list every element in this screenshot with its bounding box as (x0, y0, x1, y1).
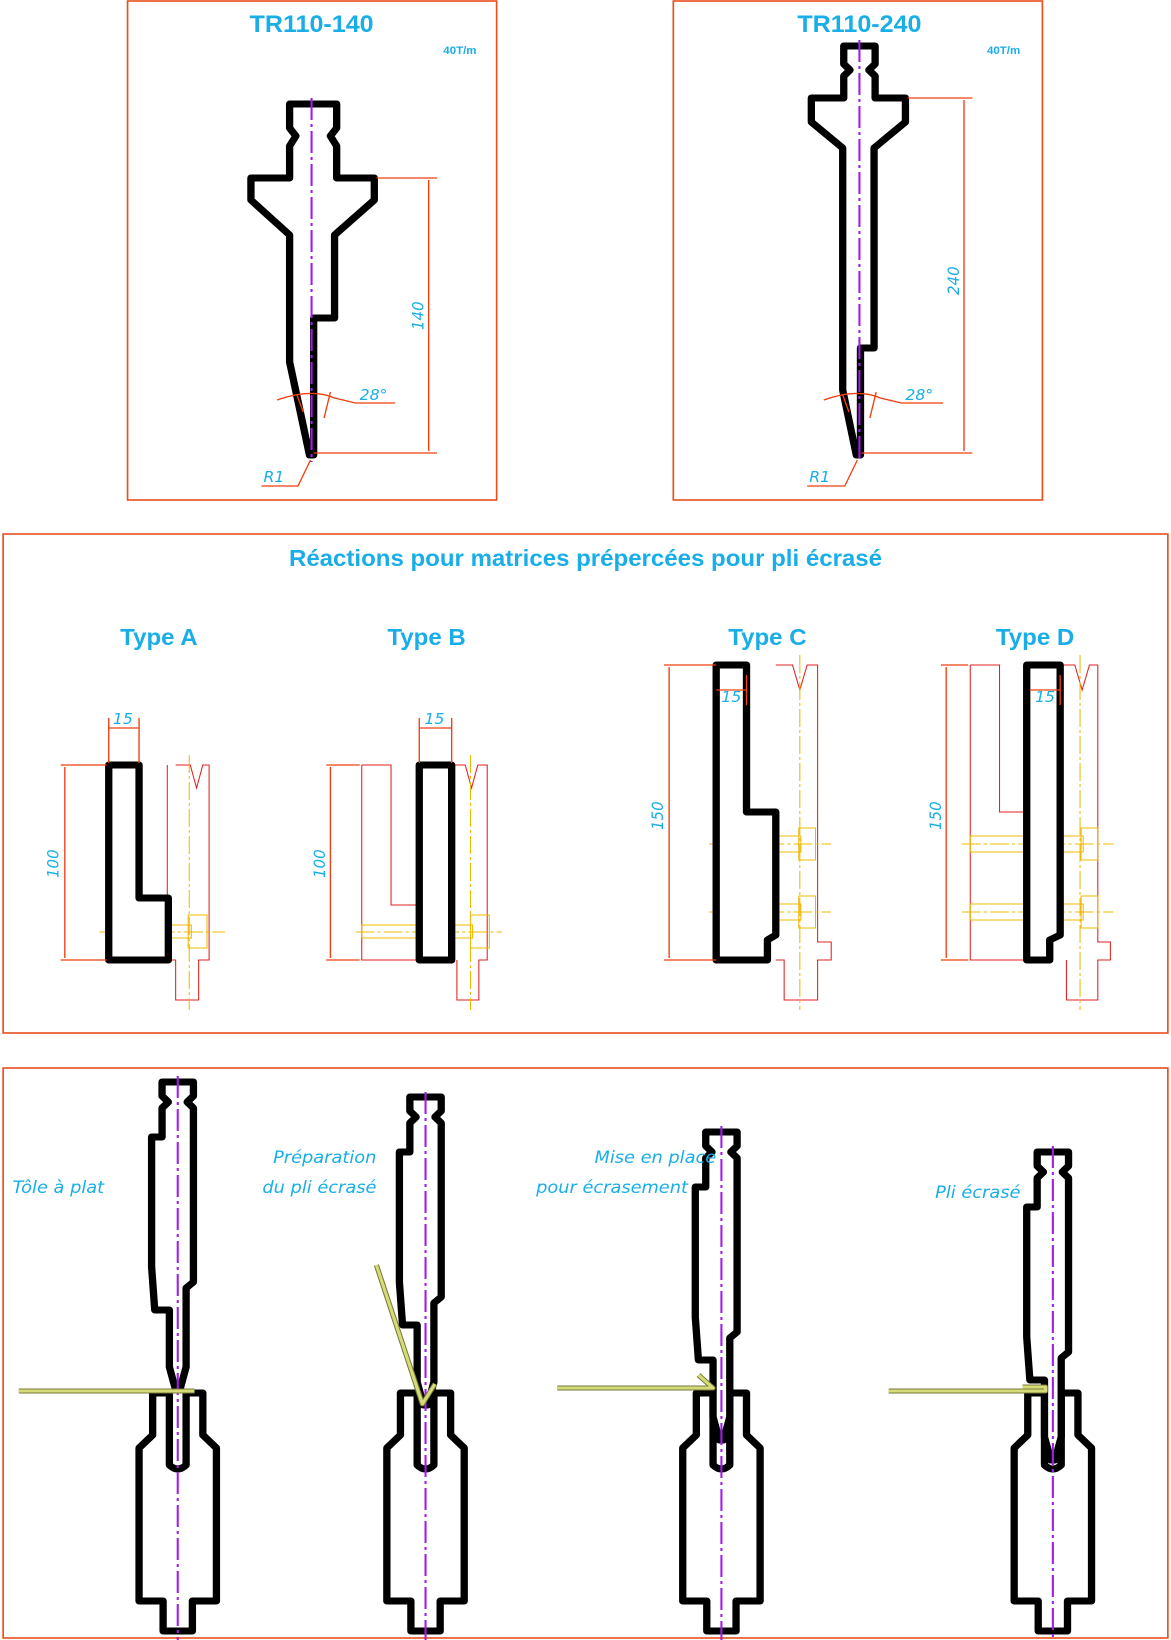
bolts (969, 827, 1099, 929)
step-flattened: Pli écrasé (888, 1146, 1092, 1640)
panel-title: Réactions pour matrices prépercées pour … (289, 545, 882, 570)
die-outline (775, 664, 832, 1001)
step-label-line1: Mise en place (595, 1148, 717, 1168)
reaction-profile (1023, 661, 1064, 964)
capacity-label: 40T/m (443, 45, 476, 57)
width-dim-text: 15 (1035, 688, 1055, 706)
die-outline (361, 764, 488, 1001)
reaction-profile (712, 661, 780, 964)
type-d: Type D 15 150 (927, 624, 1114, 1010)
panel-title: TR110-140 (250, 11, 374, 37)
step-label: Tôle à plat (13, 1178, 106, 1198)
type-a: Type A 15 100 (44, 624, 225, 1010)
angle-dim-text: 28° (360, 386, 388, 404)
panel-bending-steps: Tôle à plat Préparation du pli écrasé Mi… (2, 1067, 1169, 1640)
radius-dimension: R1 (807, 459, 858, 487)
step-flat-sheet: Tôle à plat (13, 1076, 217, 1640)
angle-dimension: 28° (276, 386, 396, 419)
sheet (557, 1373, 715, 1390)
step-label-line1: Préparation (273, 1148, 376, 1168)
panel-frame (126, 0, 498, 501)
type-b: Type B 15 100 (311, 624, 502, 1010)
step-label: Pli écrasé (935, 1183, 1021, 1203)
height-dim-text: 140 (409, 301, 427, 330)
die-outline (166, 764, 210, 1001)
reaction-profile (105, 761, 172, 964)
die-outline (969, 664, 1111, 1001)
panel-frame (672, 0, 1044, 501)
type-label: Type D (996, 624, 1074, 649)
angle-dim-text: 28° (905, 386, 933, 404)
step-positioning: Mise en place pour écrasement (535, 1126, 760, 1640)
sheet (888, 1385, 1048, 1393)
radius-dim-text: R1 (263, 468, 284, 486)
radius-dimension: R1 (261, 459, 312, 487)
type-label: Type B (387, 624, 465, 649)
capacity-label: 40T/m (987, 45, 1020, 57)
panel-reactions: Réactions pour matrices prépercées pour … (2, 533, 1169, 1034)
panel-frame (2, 1067, 1169, 1639)
panel-title: TR110-240 (797, 11, 921, 37)
height-dim-text: 150 (927, 801, 945, 830)
panel-tr110-140: TR110-140 40T/m 140 28° R1 (126, 0, 498, 501)
height-dimension: 240 (861, 97, 973, 454)
reaction-profile (415, 761, 456, 964)
step-label-line2: du pli écrasé (262, 1178, 376, 1198)
radius-dim-text: R1 (809, 468, 830, 486)
width-dim-text: 15 (424, 710, 444, 728)
width-dim-text: 15 (721, 688, 741, 706)
height-dim-text: 100 (311, 849, 329, 878)
type-c: Type C 15 150 (649, 624, 832, 1010)
angle-dimension: 28° (823, 386, 944, 419)
step-label-line2: pour écrasement (535, 1178, 689, 1198)
type-label: Type A (120, 624, 197, 649)
height-dim-text: 100 (44, 849, 62, 878)
step-preparation: Préparation du pli écrasé (262, 1092, 464, 1640)
width-dim-text: 15 (113, 710, 133, 728)
height-dim-text: 240 (944, 266, 962, 295)
height-dimension: 140 (313, 177, 438, 454)
bolts (720, 827, 817, 929)
panel-frame (2, 533, 1169, 1034)
height-dim-text: 150 (649, 801, 667, 830)
sheet (374, 1264, 437, 1406)
type-label: Type C (728, 624, 806, 649)
panel-tr110-240: TR110-240 40T/m 240 28° R1 (672, 0, 1044, 501)
punch-profile (152, 1082, 194, 1390)
